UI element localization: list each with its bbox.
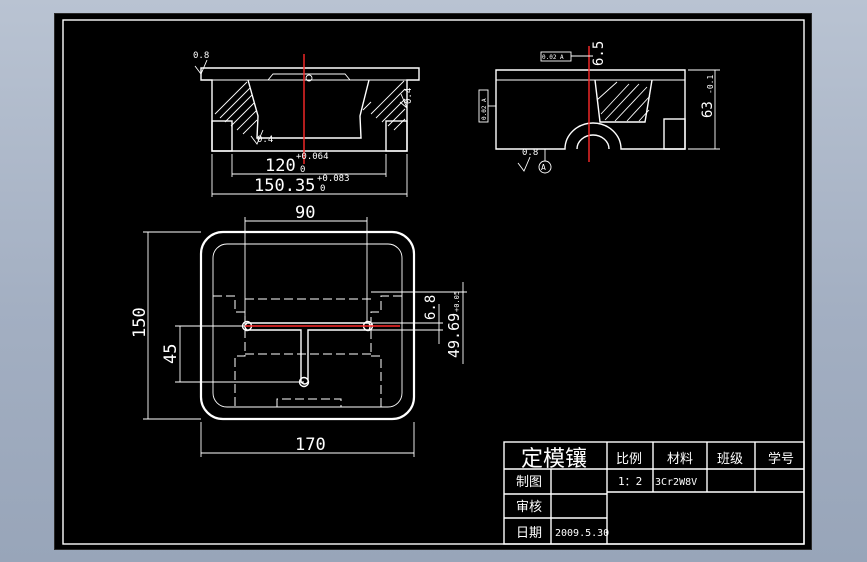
- dim-170-label: 170: [295, 435, 326, 455]
- header-scale: 比例: [616, 452, 642, 467]
- dim-150-35-label: 150.35: [254, 176, 315, 196]
- dim-6-5-label: 6.5: [591, 41, 607, 66]
- side-section-view: [478, 46, 720, 174]
- datum-a-label: A: [541, 163, 546, 172]
- roughness-label-d: 0.8: [522, 148, 538, 158]
- row-drawn-label: 制图: [516, 475, 542, 490]
- dim-120-label: 120: [265, 156, 296, 176]
- roughness-label-b: 0.4: [257, 135, 273, 145]
- scale-value: 1：2: [618, 475, 642, 488]
- dim-90-label: 90: [295, 203, 315, 223]
- dim-49-69-label: 49.69: [445, 313, 463, 358]
- front-section-view: [194, 54, 420, 197]
- dim-150-35-tol-lower: 0: [320, 184, 325, 194]
- plan-view: [143, 217, 467, 457]
- roughness-label-c: 0.4: [404, 88, 414, 104]
- header-material: 材料: [667, 452, 693, 467]
- row-date-label: 日期: [516, 526, 542, 541]
- inner-frame: [62, 19, 805, 545]
- title-block: [503, 441, 805, 545]
- dim-6-8-label: 6.8: [423, 295, 439, 320]
- part-name: 定模镶: [521, 447, 587, 472]
- date-value: 2009.5.30: [555, 528, 609, 539]
- drawing-canvas: 0.8 0.4 0.4 120 +0.064 0 150.35 +0.083 0: [62, 19, 805, 545]
- row-checked-label: 审核: [516, 500, 542, 515]
- dim-150-35-tol-upper: +0.083: [317, 174, 350, 184]
- dim-120-tol-lower: 0: [300, 165, 305, 175]
- roughness-label-a: 0.8: [193, 51, 209, 61]
- gdt-frame-side: 0.02 A: [481, 98, 488, 120]
- material-value: 3Cr2W8V: [655, 477, 697, 488]
- dim-49-69-tol: +0.05: [453, 291, 461, 312]
- dim-150-label: 150: [130, 307, 150, 338]
- header-student-id: 学号: [768, 451, 794, 467]
- drawing-sheet: 0.8 0.4 0.4 120 +0.064 0 150.35 +0.083 0: [54, 13, 812, 550]
- dim-45-label: 45: [161, 344, 181, 364]
- dim-63-label: 63: [700, 101, 716, 118]
- header-class: 班级: [717, 452, 743, 467]
- dim-63-tol: -0.1: [706, 75, 715, 94]
- gdt-frame-top: 0.02 A: [542, 54, 564, 61]
- dim-120-tol-upper: +0.064: [296, 152, 329, 162]
